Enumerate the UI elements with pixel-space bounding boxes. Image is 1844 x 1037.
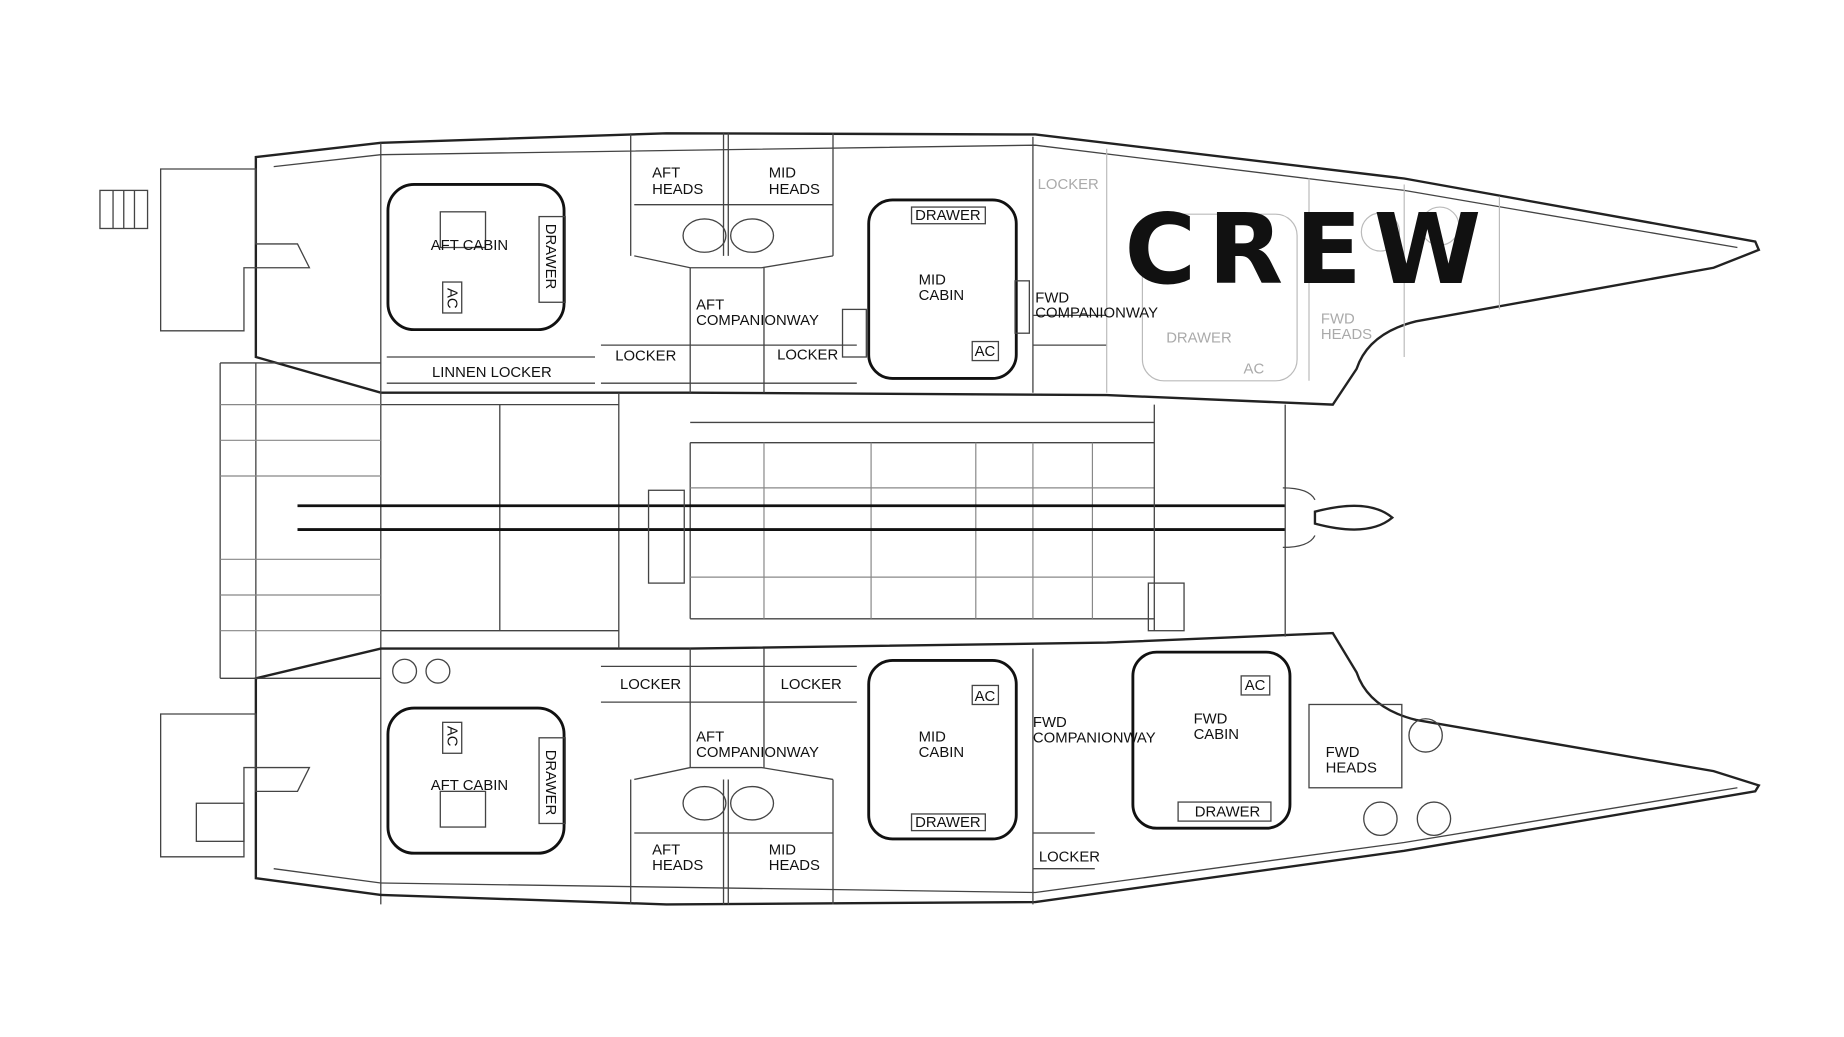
locker-label: LOCKER [1039,850,1100,866]
fwd-companionway-label: FWD [1035,290,1069,306]
fwd-companionway-label: FWD [1033,715,1067,731]
drawer-label: DRAWER [915,815,981,831]
mid-heads-label: MID [769,165,797,181]
drawer-label: DRAWER [542,750,558,816]
aft-heads-label: AFT [652,842,680,858]
locker-label: LOCKER [781,677,842,693]
aft-companionway-label: COMPANIONWAY [696,745,819,761]
drawer-label: DRAWER [1195,804,1261,820]
bridge-deck [219,362,1395,679]
aft-companionway-label: COMPANIONWAY [696,313,819,329]
fwd-cabin-label: CABIN [1194,727,1239,743]
mid-heads-label: MID [769,842,797,858]
fwd-heads-label: FWD [1326,745,1360,761]
locker-label: LOCKER [620,677,681,693]
ac-label: AC [443,288,459,309]
mid-cabin-label: MID [919,272,947,288]
mid-cabin-label: CABIN [919,745,964,761]
fwd-companionway-label: COMPANIONWAY [1033,731,1156,747]
drawer-label: DRAWER [915,208,981,224]
starboard-labels: AFT CABIN DRAWER AC LOCKER LOCKER AFT CO… [431,677,1377,874]
fwd-cabin-label: FWD [1194,712,1228,728]
locker-label: LOCKER [777,347,838,363]
aft-heads-label: AFT [652,165,680,181]
aft-companionway-label: AFT [696,729,724,745]
starboard-hull [159,631,1761,906]
locker-label: LOCKER [1038,177,1099,193]
ac-label: AC [975,344,996,360]
aft-companionway-label: AFT [696,297,724,313]
drawer-label: DRAWER [1166,331,1232,347]
locker-label: LOCKER [615,349,676,365]
fwd-heads-label: HEADS [1326,760,1377,776]
crew-overlay-title: CREW [1125,193,1494,307]
ac-label: AC [443,726,459,747]
aft-heads-label: HEADS [652,182,703,198]
mid-heads-label: HEADS [769,858,820,874]
ac-label: AC [975,689,996,705]
heads-label: HEADS [1321,327,1372,343]
port-hull [99,132,1761,905]
port-labels: AFT CABIN DRAWER AC AFT HEADS MID HEADS … [431,165,1372,381]
aft-heads-label: HEADS [652,858,703,874]
aft-cabin-label: AFT CABIN [431,238,508,254]
aft-cabin-label: AFT CABIN [431,778,508,794]
ac-label: AC [1245,678,1266,694]
linnen-locker-label: LINNEN LOCKER [432,365,552,381]
drawer-label: DRAWER [542,224,558,290]
mid-cabin-label: CABIN [919,288,964,304]
mid-heads-label: HEADS [769,182,820,198]
fwd-companionway-label: COMPANIONWAY [1035,306,1158,322]
ac-label: AC [1244,362,1265,378]
heads-label: FWD [1321,312,1355,328]
mid-cabin-label: MID [919,729,947,745]
